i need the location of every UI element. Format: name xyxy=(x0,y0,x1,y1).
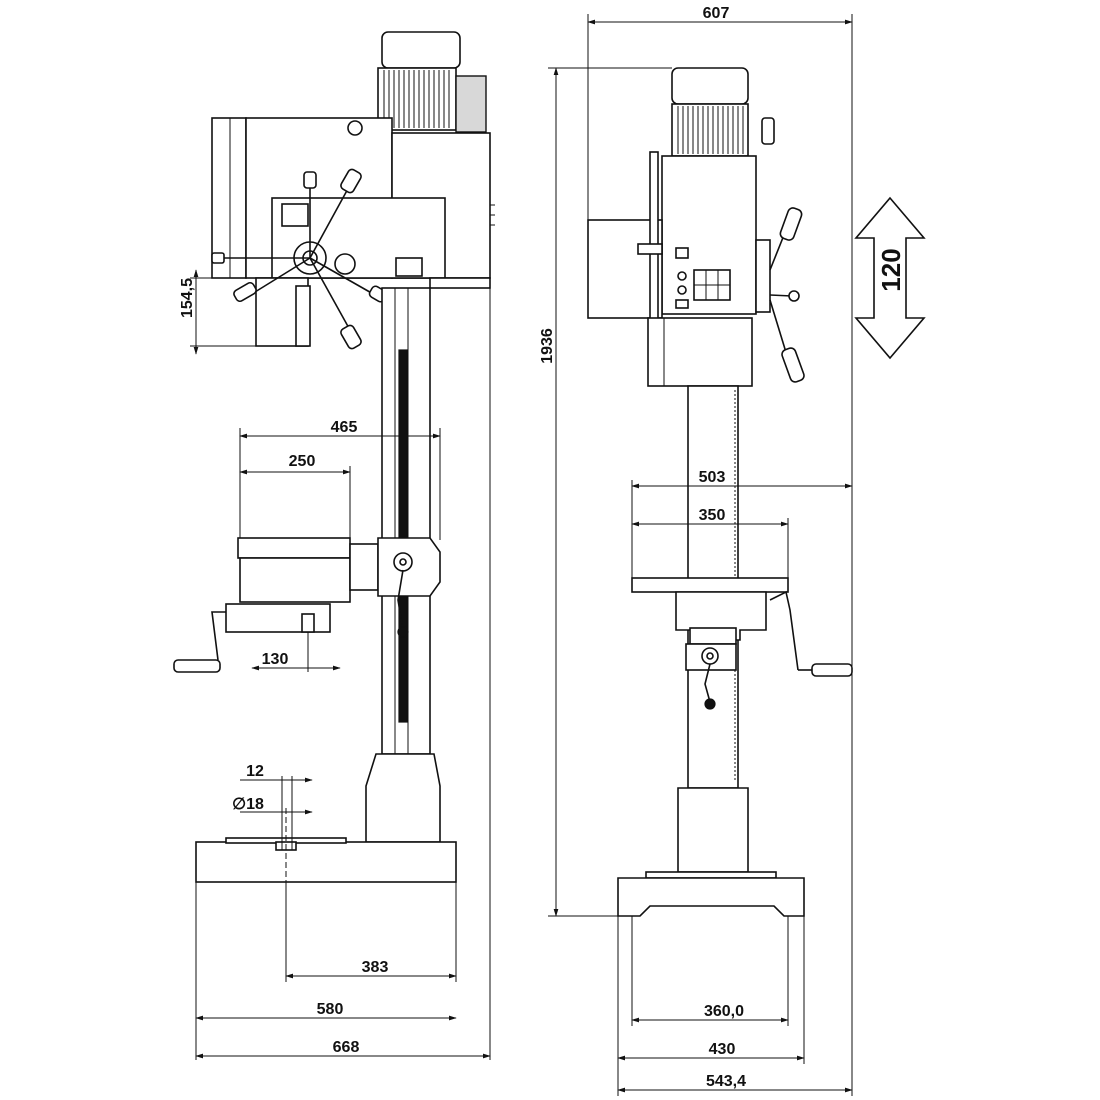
side-table xyxy=(173,537,441,673)
front-view xyxy=(587,67,853,917)
dim-120: 120 xyxy=(876,248,906,291)
dim-668: 668 xyxy=(333,1039,360,1056)
dim-360-0: 360,0 xyxy=(704,1003,744,1020)
side-feed-levers xyxy=(211,168,388,350)
side-column xyxy=(381,287,431,755)
dimension-labels: 607 1936 120 154,5 465 250 130 12 ∅18 38… xyxy=(179,5,906,1090)
front-motor xyxy=(671,67,749,157)
travel-arrow-icon xyxy=(854,196,926,360)
dim-250: 250 xyxy=(289,453,316,470)
front-base xyxy=(617,787,805,917)
side-head xyxy=(211,117,495,347)
dim-130: 130 xyxy=(262,651,289,668)
dim-383: 383 xyxy=(362,959,389,976)
dim-12: 12 xyxy=(246,763,264,780)
dim-18: ∅18 xyxy=(232,796,264,813)
front-head xyxy=(587,117,775,387)
dimension-lines xyxy=(190,14,926,1096)
dim-580: 580 xyxy=(317,1001,344,1018)
dim-465: 465 xyxy=(331,419,358,436)
front-table xyxy=(631,577,853,710)
dim-154-5: 154,5 xyxy=(179,278,196,318)
dim-607: 607 xyxy=(703,5,730,22)
front-lever xyxy=(769,207,805,383)
dim-543-4: 543,4 xyxy=(706,1073,746,1090)
side-motor xyxy=(377,31,487,133)
side-view xyxy=(173,31,495,883)
dim-1936: 1936 xyxy=(539,328,556,364)
dim-503: 503 xyxy=(699,469,726,486)
dim-430: 430 xyxy=(709,1041,736,1058)
side-base xyxy=(195,753,457,883)
dim-350: 350 xyxy=(699,507,726,524)
